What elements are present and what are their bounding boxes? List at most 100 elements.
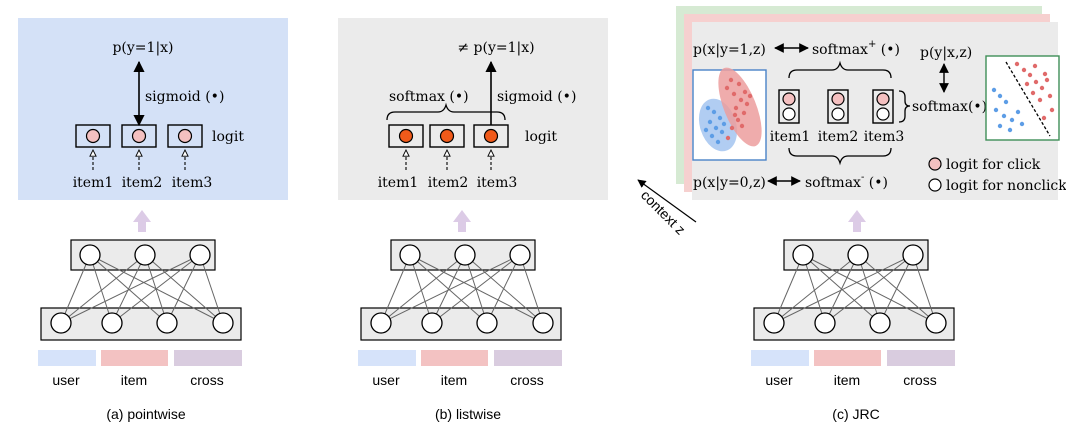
hidden-node bbox=[847, 244, 869, 266]
scatter-point-blue bbox=[709, 133, 715, 139]
scatter-point-blue bbox=[1003, 99, 1009, 105]
scatter-point-blue bbox=[997, 123, 1003, 129]
legend-user-label: user bbox=[765, 372, 793, 388]
jrc-click-logit-2 bbox=[831, 92, 845, 106]
scatter-point-blue bbox=[991, 87, 997, 93]
network-input-layer bbox=[40, 307, 242, 341]
legend-item-label: item bbox=[441, 372, 467, 388]
pointwise-logit-box-1 bbox=[75, 124, 111, 148]
listwise-logit-box-1 bbox=[388, 124, 424, 148]
jrc-item-2: item2 bbox=[818, 129, 859, 145]
scatter-point-red bbox=[731, 91, 737, 97]
input-node bbox=[476, 312, 498, 334]
network-jrc: user item cross bbox=[751, 239, 955, 388]
scatter-point-red bbox=[1021, 67, 1027, 73]
scatter-point-red bbox=[1047, 93, 1053, 99]
listwise-logit-2 bbox=[439, 128, 455, 144]
jrc-softmax-negative: softmax- (•) bbox=[805, 172, 888, 191]
jrc-prob-positive: p(x|y=1,z) bbox=[693, 42, 766, 58]
listwise-softmax-brace bbox=[386, 102, 506, 121]
scatter-point-blue bbox=[1019, 121, 1025, 127]
legend-cross-swatch bbox=[174, 350, 242, 366]
scatter-point-red bbox=[728, 77, 734, 83]
scatter-point-red bbox=[733, 105, 739, 111]
jrc-nonclick-logit-2 bbox=[831, 107, 845, 121]
scatter-point-blue bbox=[715, 139, 721, 145]
scatter-point-red bbox=[736, 81, 742, 87]
legend-cross-label: cross bbox=[903, 372, 936, 388]
jrc-negative-brace bbox=[788, 147, 892, 166]
listwise-softmax-label: softmax (•) bbox=[389, 89, 469, 105]
scatter-point-blue bbox=[703, 127, 709, 133]
scatter-point-red bbox=[1027, 72, 1033, 78]
input-node bbox=[869, 312, 891, 334]
input-node bbox=[156, 312, 178, 334]
hidden-node bbox=[902, 244, 924, 266]
jrc-legend-click-label: logit for click bbox=[946, 157, 1041, 173]
hidden-node bbox=[134, 244, 156, 266]
scatter-point-blue bbox=[707, 119, 713, 125]
listwise-logit-1 bbox=[398, 128, 414, 144]
jrc-generative-points bbox=[703, 77, 753, 145]
jrc-nonclick-logit-1 bbox=[782, 107, 796, 121]
jrc-logit-pair-box-1 bbox=[778, 89, 800, 124]
pointwise-item-1: item1 bbox=[73, 175, 114, 191]
scatter-point-red bbox=[1033, 79, 1039, 85]
network-input-layer bbox=[360, 307, 562, 341]
network-connections bbox=[773, 254, 937, 324]
scatter-point-red bbox=[742, 89, 748, 95]
scatter-point-blue bbox=[993, 107, 999, 113]
pointwise-probability: p(y=1|x) bbox=[112, 40, 173, 56]
pointwise-caption: (a) pointwise bbox=[106, 406, 186, 422]
listwise-logit-3 bbox=[483, 128, 499, 144]
pointwise-sigmoid-label: sigmoid (•) bbox=[145, 89, 224, 105]
scatter-point-red bbox=[1014, 61, 1020, 67]
scatter-point-blue bbox=[719, 129, 725, 135]
legend-user-swatch bbox=[358, 350, 416, 366]
listwise-item-1: item1 bbox=[378, 175, 419, 191]
hidden-node bbox=[792, 244, 814, 266]
scatter-point-red bbox=[1024, 81, 1030, 87]
input-node bbox=[421, 312, 443, 334]
scatter-point-blue bbox=[1007, 127, 1013, 133]
scatter-point-red bbox=[741, 110, 747, 116]
scatter-point-blue bbox=[721, 121, 727, 127]
jrc-context-arrow bbox=[637, 179, 697, 223]
network-connections bbox=[60, 254, 224, 324]
legend-user-label: user bbox=[372, 372, 400, 388]
hidden-node bbox=[454, 244, 476, 266]
scatter-point-blue bbox=[1009, 117, 1015, 123]
pointwise-background bbox=[18, 18, 288, 200]
scatter-point-blue bbox=[717, 115, 723, 121]
scatter-point-red bbox=[725, 135, 731, 141]
scatter-point-red bbox=[1032, 63, 1038, 69]
listwise-logit-box-3 bbox=[473, 124, 509, 148]
listwise-background bbox=[338, 18, 608, 200]
jrc-legend-click-icon bbox=[928, 157, 942, 171]
legend-item-label: item bbox=[121, 372, 147, 388]
scatter-point-red bbox=[735, 117, 741, 123]
listwise-up-arrow bbox=[453, 210, 471, 232]
jrc-legend-nonclick-label: logit for nonclick bbox=[946, 178, 1066, 194]
scatter-point-blue bbox=[1001, 113, 1007, 119]
pointwise-logit-box-3 bbox=[167, 124, 203, 148]
jrc-right-brace bbox=[898, 90, 911, 123]
panel-jrc: p(x|y=1,z) softmax+ (•) item1 item2 item… bbox=[637, 6, 1066, 238]
pointwise-logit-label: logit bbox=[212, 129, 244, 145]
legend-item-label: item bbox=[834, 372, 860, 388]
jrc-legend-nonclick-icon bbox=[928, 178, 942, 192]
listwise-probability: ≠ p(y=1|x) bbox=[457, 40, 534, 56]
input-node bbox=[532, 312, 554, 334]
panel-listwise: ≠ p(y=1|x) sigmoid (•) softmax (•) logit… bbox=[338, 18, 608, 232]
pointwise-item-3: item3 bbox=[172, 175, 213, 191]
scatter-point-red bbox=[1049, 107, 1055, 113]
listwise-logit-label: logit bbox=[525, 129, 557, 145]
legend-cross-label: cross bbox=[510, 372, 543, 388]
jrc-caption: (c) JRC bbox=[832, 406, 879, 422]
jrc-softmax-positive: softmax+ (•) bbox=[812, 39, 900, 58]
scatter-point-blue bbox=[713, 125, 719, 131]
scatter-point-red bbox=[729, 125, 735, 131]
legend-cross-swatch bbox=[887, 350, 955, 366]
scatter-point-red bbox=[1037, 97, 1043, 103]
